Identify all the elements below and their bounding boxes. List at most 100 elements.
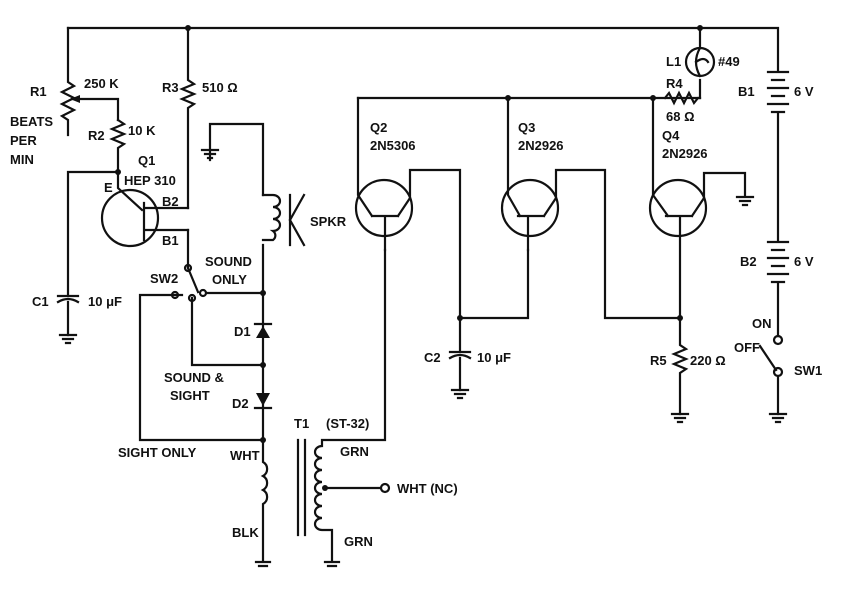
r2-resistor [109,118,127,174]
r1-note2: PER [10,133,37,148]
b2-battery [766,240,790,338]
ground-icon [254,560,272,568]
sw1-contact[interactable] [772,366,784,378]
r3-resistor [179,26,197,210]
t1-sec-top: GRN [340,444,369,459]
t1-tap-label: WHT (NC) [397,481,458,496]
q4-leads [651,96,747,320]
d1-label: D1 [234,324,251,339]
ground-icon [58,333,78,345]
sw2-contact [187,293,197,303]
r4-label: R4 [666,76,683,91]
wiper-arrow-icon [70,95,80,103]
speaker-icon [288,193,306,247]
q4-transistor [648,178,708,238]
sw2-contact [183,263,193,273]
c2-capacitor [448,350,472,360]
q4-part: 2N2926 [662,146,708,161]
q3-transistor [500,178,560,238]
spkr-wire [208,122,265,295]
d1-diode [256,326,270,338]
spkr-label: SPKR [310,214,347,229]
q3-leads [506,96,682,320]
ground-icon [323,560,341,568]
r3-label: R3 [162,80,179,95]
c2-label: C2 [424,350,441,365]
r1-resistor [59,26,77,137]
r1-label: R1 [30,84,47,99]
q1-ujt [100,188,160,248]
sw2-wires [138,228,265,442]
sw2-pos1b: ONLY [212,272,247,287]
r5-label: R5 [650,353,667,368]
ground-icon [450,388,470,400]
ground-icon [768,412,788,424]
tap-terminal [379,482,391,494]
r1-wiper [70,97,120,122]
b1-value: 6 V [794,84,814,99]
t1-label: T1 [294,416,309,431]
t1-part: (ST-32) [326,416,369,431]
q2-leads [356,96,530,320]
ground-icon [670,412,690,424]
sw1-on: ON [752,316,772,331]
c1-value: 10 μF [88,294,122,309]
spkr-coil [261,193,282,242]
q3-part: 2N2926 [518,138,564,153]
t1-sec-bot: GRN [344,534,373,549]
r5-value: 220 Ω [690,353,726,368]
ground-icon [200,148,220,160]
sw2-contact [170,290,180,300]
d2-diode [256,393,270,406]
t1-core [296,438,307,537]
q1-pin-e: E [104,180,113,195]
r4-value: 68 Ω [666,109,695,124]
sw2-pos2: SOUND & [164,370,224,385]
r1-value: 250 K [84,76,119,91]
r2-label: R2 [88,128,105,143]
b1-battery [766,70,790,242]
r1-note3: MIN [10,152,34,167]
q3-label: Q3 [518,120,535,135]
sw2-label: SW2 [150,271,178,286]
r3-value: 510 Ω [202,80,238,95]
q4-label: Q4 [662,128,680,143]
q1-pin-b2: B2 [162,194,179,209]
r2-value: 10 K [128,123,156,138]
q1-emitter [116,170,144,212]
b2-value: 6 V [794,254,814,269]
d2-label: D2 [232,396,249,411]
t1-secondary [313,248,387,562]
sw2-pos2b: SIGHT [170,388,210,403]
r4-resistor [663,78,702,106]
l1-value: #49 [718,54,740,69]
sw1-contact[interactable] [772,334,784,346]
sw1-lever[interactable] [758,344,778,372]
c1-wire [66,170,120,337]
c2-value: 10 μF [477,350,511,365]
q2-label: Q2 [370,120,387,135]
q1-part: HEP 310 [124,173,176,188]
t1-pri-bot: BLK [232,525,259,540]
sw1-label: SW1 [794,363,822,378]
q1-label: Q1 [138,153,155,168]
sw2-pos3: SIGHT ONLY [118,445,197,460]
t1-primary [260,438,269,562]
q1-pin-b1: B1 [162,233,179,248]
t1-pri-top: WHT [230,448,260,463]
ground-icon [735,195,755,207]
q2-part: 2N5306 [370,138,416,153]
r1-note: BEATS [10,114,53,129]
b1-label: B1 [738,84,755,99]
sw2-pos1: SOUND [205,254,252,269]
sw1-off: OFF [734,340,760,355]
r5-resistor [671,316,689,416]
l1-label: L1 [666,54,681,69]
c1-capacitor [56,294,80,304]
top-rail [66,26,780,72]
lamp-filament [694,46,710,78]
q1-base-bar [142,201,190,242]
junction [322,485,328,491]
b2-label: B2 [740,254,757,269]
